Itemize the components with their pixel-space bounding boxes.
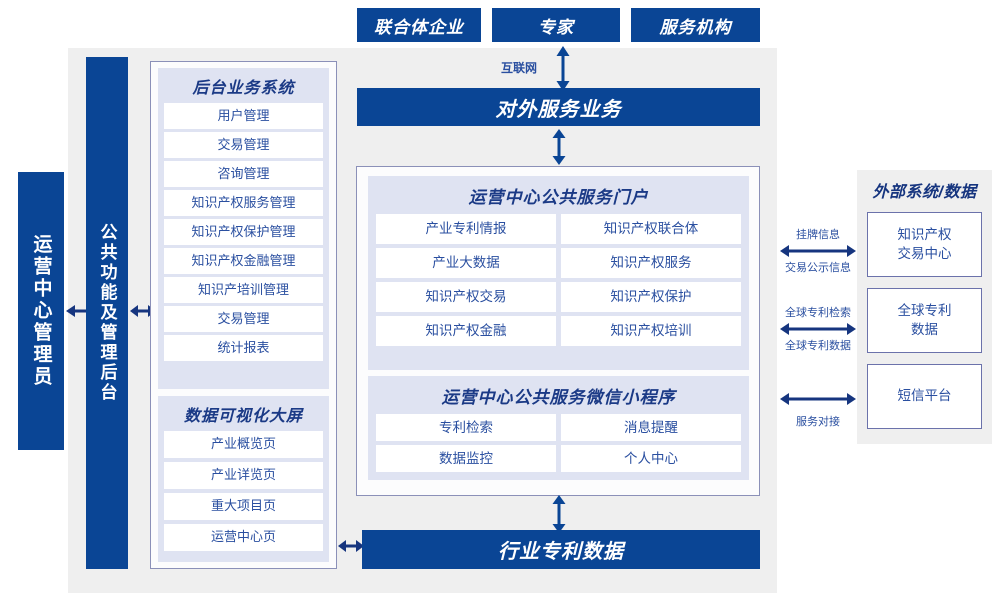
industry-patent-data-label: 行业专利数据	[498, 541, 624, 563]
miniprogram-item[interactable]: 数据监控	[376, 445, 556, 472]
external-connector-2-label-below: 全球专利数据	[785, 340, 851, 352]
external-connector-1-arrow-icon	[780, 245, 856, 257]
external-box-sms-platform[interactable]: 短信平台	[867, 364, 982, 429]
portal-subpanel: 运营中心公共服务门户 产业专利情报 知识产权联合体 产业大数据 知识产权服务 知…	[368, 176, 749, 370]
miniprogram-item[interactable]: 专利检索	[376, 414, 556, 441]
portal-item[interactable]: 知识产权交易	[376, 282, 556, 312]
portal-grid: 产业专利情报 知识产权联合体 产业大数据 知识产权服务 知识产权交易 知识产权保…	[368, 214, 749, 354]
external-service-bar-label: 对外服务业务	[495, 98, 622, 121]
portal-item[interactable]: 知识产权金融	[376, 316, 556, 346]
visualization-item[interactable]: 运营中心页	[164, 524, 323, 551]
external-box-ip-exchange[interactable]: 知识产权 交易中心	[867, 212, 982, 277]
portal-to-data-arrow-icon	[552, 495, 566, 533]
backend-item[interactable]: 交易管理	[164, 132, 323, 158]
industry-patent-data-bar: 行业专利数据	[362, 530, 760, 569]
external-box-global-patent[interactable]: 全球专利 数据	[867, 288, 982, 353]
visualization-item[interactable]: 产业详览页	[164, 462, 323, 489]
top-actor-box-3: 服务机构	[631, 8, 760, 42]
external-connector-3-arrow-icon	[780, 393, 856, 405]
backend-item[interactable]: 交易管理	[164, 306, 323, 332]
backend-item[interactable]: 知识产权保护管理	[164, 219, 323, 245]
external-box-line1: 知识产权	[897, 227, 952, 243]
miniprogram-title: 运营中心公共服务微信小程序	[441, 388, 676, 407]
external-box-line2: 交易中心	[897, 245, 952, 261]
top-actor-label: 专家	[538, 17, 574, 37]
top-actor-label: 服务机构	[659, 17, 732, 37]
backend-item[interactable]: 知识产培训管理	[164, 277, 323, 303]
backend-business-subpanel: 后台业务系统 用户管理 交易管理 咨询管理 知识产权服务管理 知识产权保护管理 …	[158, 68, 329, 389]
miniprogram-item[interactable]: 消息提醒	[561, 414, 741, 441]
external-systems-title: 外部系统/数据	[872, 184, 977, 201]
external-connector-1-label-above: 挂牌信息	[796, 229, 840, 241]
external-box-text: 全球专利 数据	[898, 302, 952, 338]
operator-admin-label: 运营中心管理员	[30, 234, 52, 388]
visualization-subpanel: 数据可视化大屏 产业概览页 产业详览页 重大项目页 运营中心页	[158, 396, 329, 562]
backend-item[interactable]: 用户管理	[164, 103, 323, 129]
miniprogram-subpanel: 运营中心公共服务微信小程序 专利检索 消息提醒 数据监控 个人中心	[368, 376, 749, 480]
portal-item[interactable]: 产业专利情报	[376, 214, 556, 244]
top-actor-label: 联合体企业	[374, 17, 464, 37]
external-connector-3-label-below: 服务对接	[796, 416, 840, 428]
portal-item[interactable]: 产业大数据	[376, 248, 556, 278]
backend-item[interactable]: 咨询管理	[164, 161, 323, 187]
external-connector-2-arrow-icon	[780, 323, 856, 335]
portal-item[interactable]: 知识产权服务	[561, 248, 741, 278]
external-connector-1-label-below: 交易公示信息	[785, 262, 851, 274]
common-function-label: 公共功能及管理后台	[97, 223, 117, 403]
portal-item[interactable]: 知识产权培训	[561, 316, 741, 346]
external-box-line2: 数据	[911, 321, 938, 337]
service-to-portal-arrow-icon	[552, 129, 566, 165]
operator-admin-bar: 运营中心管理员	[18, 172, 64, 450]
external-box-text: 知识产权 交易中心	[898, 226, 952, 262]
backend-item[interactable]: 知识产权服务管理	[164, 190, 323, 216]
miniprogram-item[interactable]: 个人中心	[561, 445, 741, 472]
portal-item[interactable]: 知识产权保护	[561, 282, 741, 312]
portal-item[interactable]: 知识产权联合体	[561, 214, 741, 244]
visualization-item[interactable]: 重大项目页	[164, 493, 323, 520]
backend-business-title: 后台业务系统	[192, 80, 295, 97]
external-connector-2-label-above: 全球专利检索	[785, 307, 851, 319]
common-function-bar: 公共功能及管理后台	[86, 57, 128, 569]
external-box-line1: 全球专利	[897, 303, 952, 319]
top-actor-box-1: 联合体企业	[357, 8, 481, 42]
visualization-title: 数据可视化大屏	[183, 408, 303, 425]
internet-arrow-icon	[556, 46, 570, 91]
external-service-bar: 对外服务业务	[357, 88, 760, 126]
backend-item[interactable]: 知识产权金融管理	[164, 248, 323, 274]
portal-title: 运营中心公共服务门户	[468, 188, 649, 207]
miniprogram-grid: 专利检索 消息提醒 数据监控 个人中心	[368, 414, 749, 480]
visualization-list: 产业概览页 产业详览页 重大项目页 运营中心页	[158, 431, 329, 557]
internet-label: 互联网	[500, 61, 537, 75]
external-box-text: 短信平台	[898, 387, 952, 405]
backend-item[interactable]: 统计报表	[164, 335, 323, 361]
visualization-to-data-arrow-icon	[338, 540, 364, 552]
top-actor-box-2: 专家	[492, 8, 620, 42]
visualization-item[interactable]: 产业概览页	[164, 431, 323, 458]
backend-business-list: 用户管理 交易管理 咨询管理 知识产权服务管理 知识产权保护管理 知识产权金融管…	[158, 103, 329, 367]
external-box-line1: 短信平台	[897, 388, 952, 404]
